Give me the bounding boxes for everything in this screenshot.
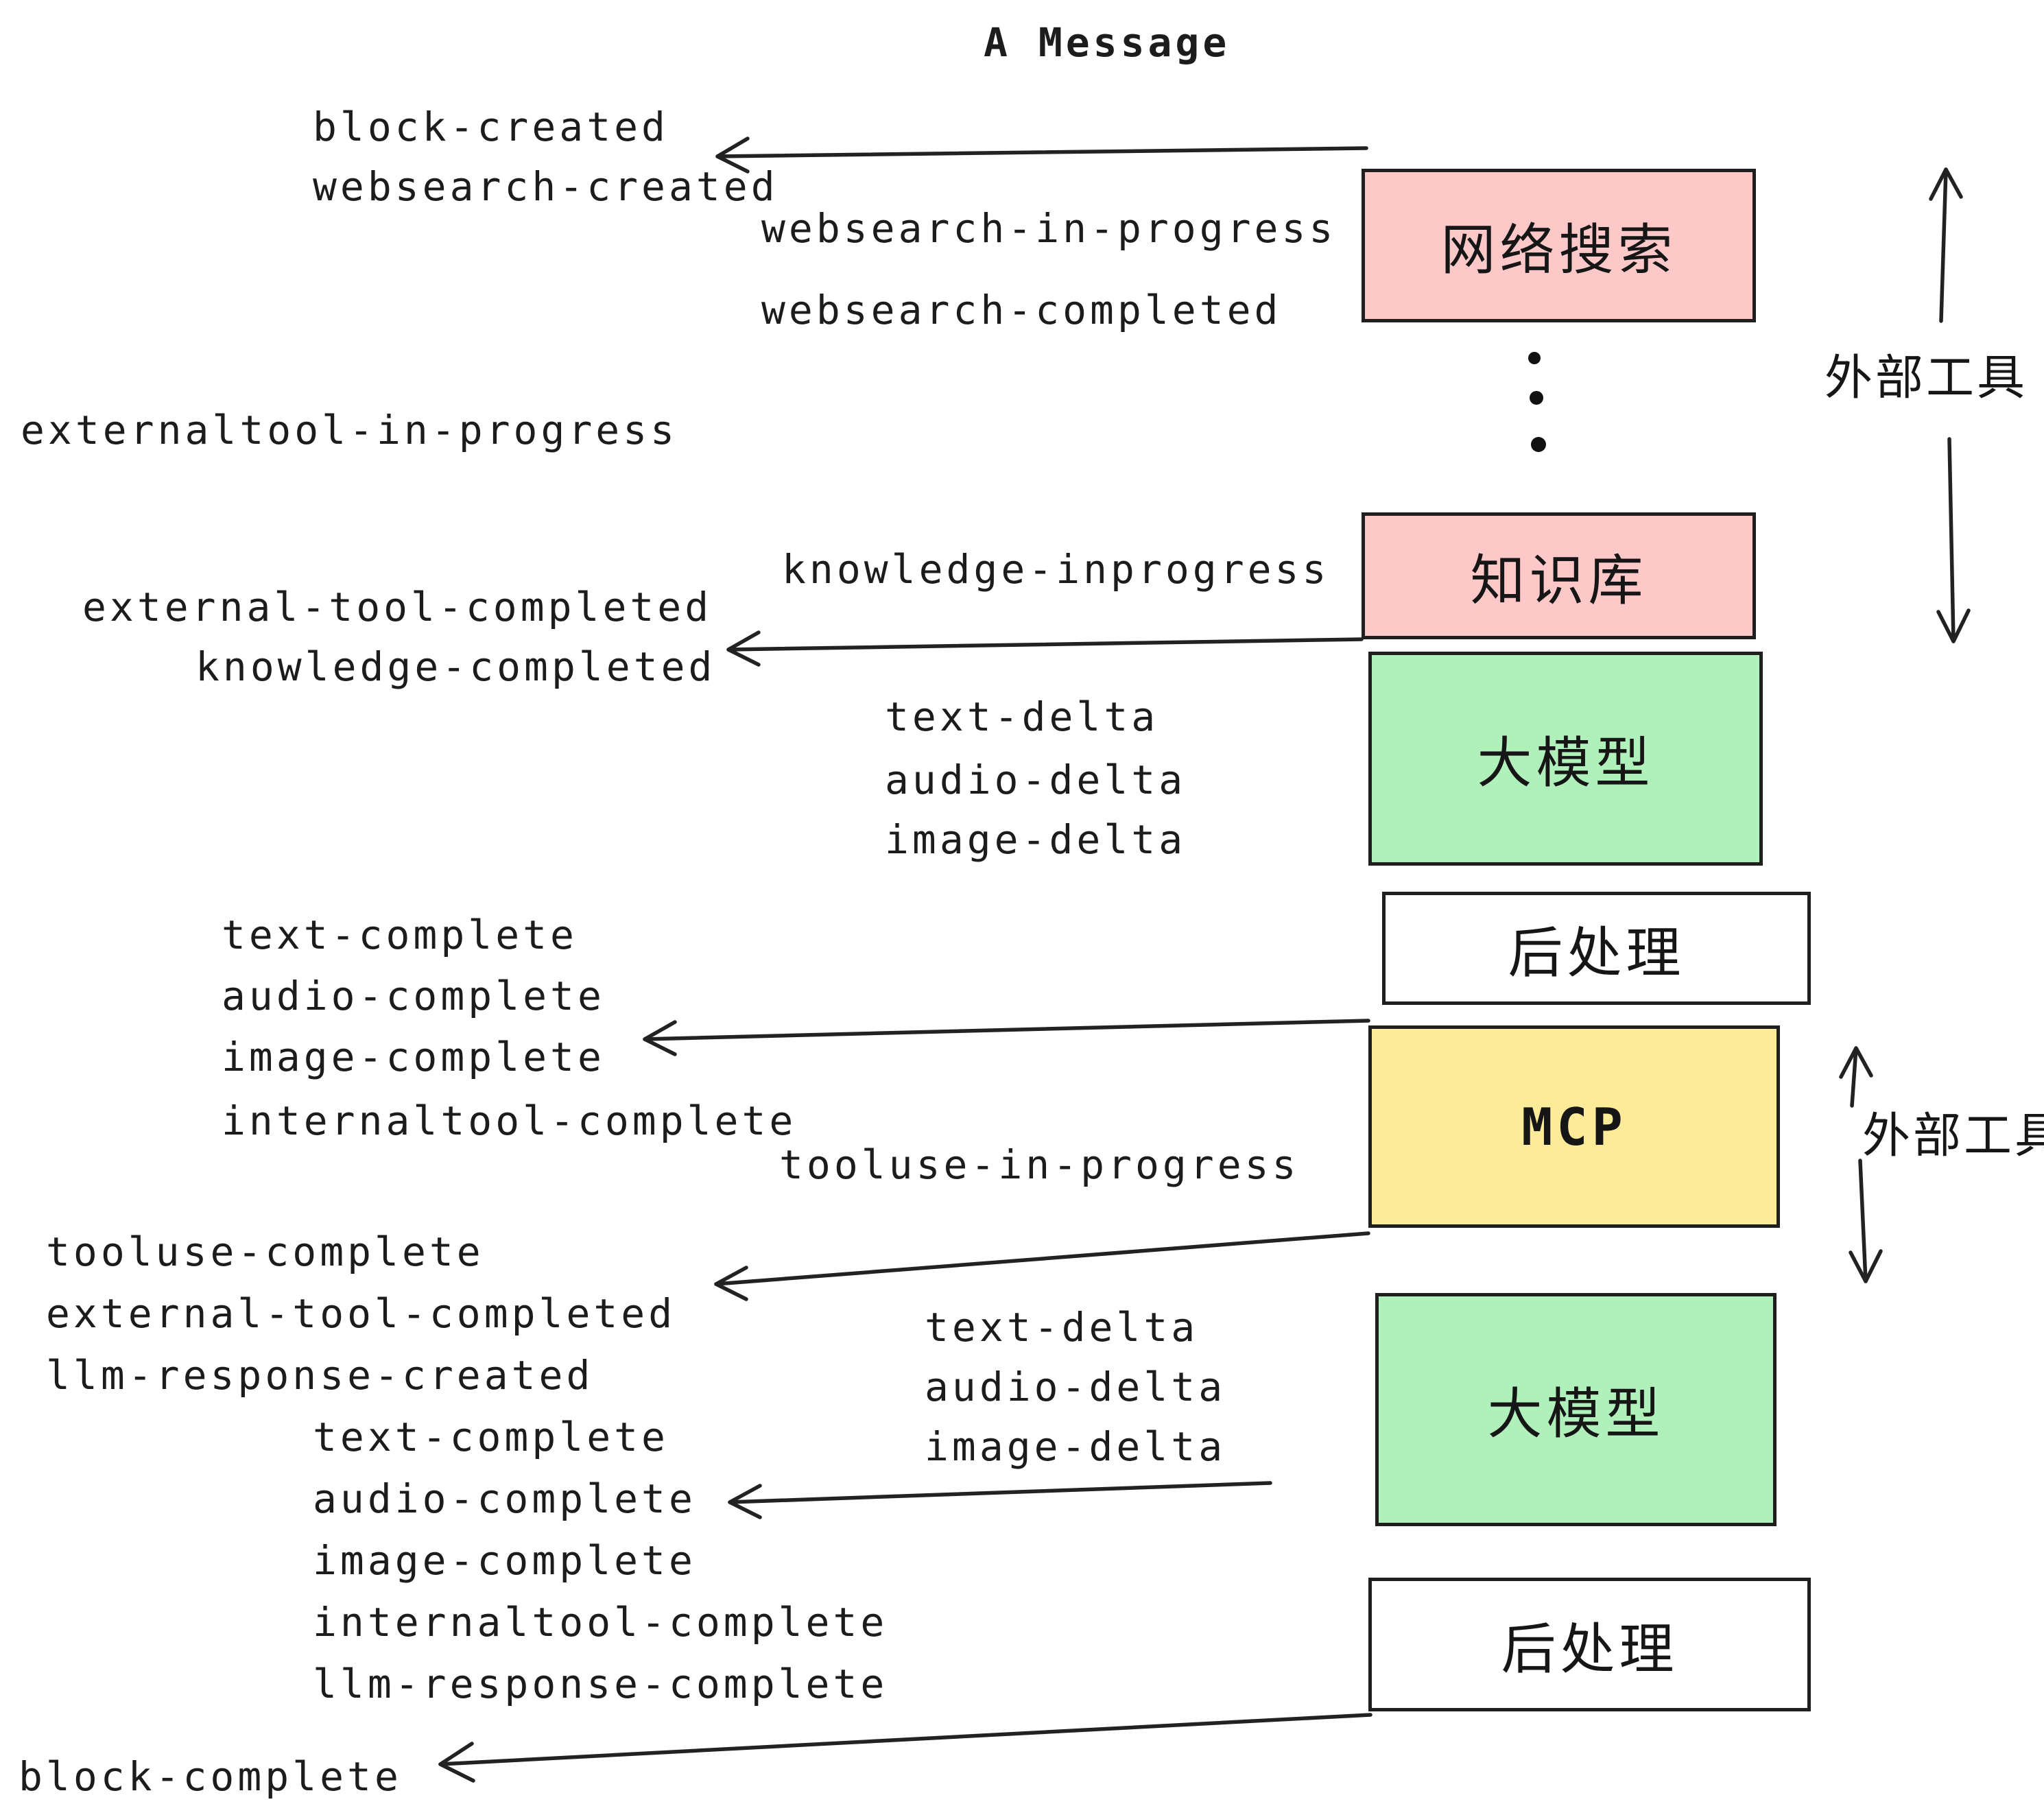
event-label-audio-complete-2: audio-complete (313, 1475, 696, 1522)
event-label-image-delta-1: image-delta (885, 816, 1187, 863)
node-llm-2-label: 大模型 (1487, 1384, 1665, 1445)
event-label-externaltool-in-progress: externaltool-in-progress (21, 407, 678, 453)
event-label-websearch-in-progress: websearch-in-progress (761, 205, 1337, 252)
arrow-knowledge-to-knowledge-completed (726, 630, 1364, 667)
event-label-text-complete-1: text-complete (222, 912, 578, 958)
event-label-llm-response-complete: llm-response-complete (313, 1661, 888, 1707)
event-label-knowledge-inprogress: knowledge-inprogress (782, 546, 1330, 593)
side-label-external-tools-2: 外部工具 (1862, 1108, 2044, 1163)
event-label-tooluse-in-progress: tooluse-in-progress (779, 1141, 1300, 1188)
ellipsis-dots (1528, 352, 1546, 452)
event-label-image-complete-1: image-complete (222, 1034, 605, 1080)
node-knowledge-base-label: 知识库 (1470, 549, 1648, 611)
node-knowledge-base: 知识库 (1362, 512, 1756, 639)
node-websearch-label: 网络搜索 (1440, 219, 1677, 281)
event-label-text-complete-2: text-complete (313, 1414, 669, 1460)
node-postprocess-2-label: 后处理 (1501, 1618, 1678, 1680)
event-label-llm-response-created: llm-response-created (46, 1352, 594, 1399)
event-label-websearch-completed: websearch-completed (761, 287, 1282, 333)
arrow-mcp-to-tooluse-complete (714, 1231, 1370, 1301)
node-postprocess-1: 后处理 (1382, 892, 1811, 1005)
node-mcp-label: MCP (1521, 1096, 1627, 1157)
event-label-websearch-created: websearch-created (313, 163, 779, 210)
event-label-external-tool-completed: external-tool-completed (82, 584, 713, 630)
event-label-audio-delta-2: audio-delta (925, 1364, 1226, 1410)
event-label-knowledge-completed: knowledge-completed (195, 643, 716, 690)
external-tools-1-up-arrow (1929, 167, 1963, 323)
diagram-title: A Message (984, 19, 1231, 66)
event-label-audio-complete-1: audio-complete (222, 973, 605, 1019)
event-label-internaltool-complete-2: internaltool-complete (313, 1599, 888, 1646)
event-label-block-created: block-created (313, 104, 669, 150)
event-label-audio-delta-1: audio-delta (885, 757, 1187, 803)
arrow-websearch-to-block-created (715, 137, 1368, 174)
event-label-block-complete: block-complete (19, 1753, 402, 1800)
arrow-llm2-to-audio-complete (728, 1481, 1272, 1519)
event-label-image-delta-2: image-delta (925, 1423, 1226, 1470)
event-label-text-delta-1: text-delta (885, 693, 1159, 740)
node-postprocess-1-label: 后处理 (1508, 922, 1685, 984)
event-label-tooluse-complete: tooluse-complete (46, 1229, 484, 1275)
event-label-internaltool-complete-1: internaltool-complete (222, 1097, 797, 1144)
external-tools-1-down-arrow (1936, 437, 1971, 643)
event-label-external-tool-completed-2: external-tool-completed (46, 1290, 676, 1337)
arrow-postprocess-to-image-complete (643, 1019, 1370, 1056)
external-tools-2-down-arrow (1849, 1159, 1883, 1283)
node-websearch: 网络搜索 (1362, 169, 1756, 322)
node-mcp: MCP (1368, 1025, 1780, 1228)
event-label-image-complete-2: image-complete (313, 1537, 696, 1584)
event-label-text-delta-2: text-delta (925, 1304, 1199, 1351)
node-llm-1: 大模型 (1368, 652, 1763, 866)
side-label-external-tools-1: 外部工具 (1825, 351, 2028, 405)
node-postprocess-2: 后处理 (1368, 1578, 1811, 1711)
node-llm-2: 大模型 (1375, 1293, 1776, 1526)
node-llm-1-label: 大模型 (1477, 733, 1654, 794)
arrow-postprocess2-to-block-complete (438, 1713, 1372, 1783)
